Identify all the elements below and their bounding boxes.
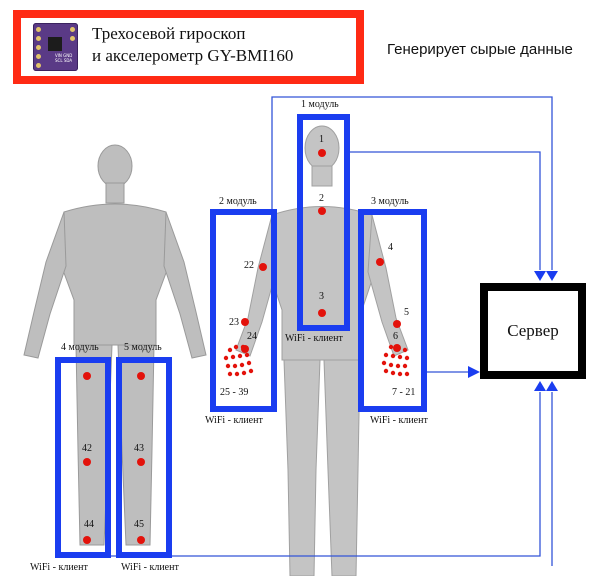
point-number-4: 4 (388, 242, 393, 253)
sensor-point-5a (137, 372, 145, 380)
point-number-24: 24 (247, 331, 257, 342)
front-body-figure (24, 145, 206, 545)
sensor-point-5 (393, 320, 401, 328)
module-5-label: 5 модуль (124, 342, 162, 353)
sensor-point-6 (393, 344, 401, 352)
sensor-point-4a (83, 372, 91, 380)
raw-data-note: Генерирует сырые данные (387, 41, 573, 58)
module-4-client-label: WiFi - клиент (30, 562, 88, 573)
module-1-label: 1 модуль (301, 99, 339, 110)
sensor-title-line-2: и акселерометр GY-BMI160 (92, 45, 293, 67)
point-number-5: 5 (404, 307, 409, 318)
point-number-6: 6 (393, 331, 398, 342)
sensor-point-42 (83, 458, 91, 466)
sensor-point-22 (259, 263, 267, 271)
point-number-2: 2 (319, 193, 324, 204)
point-number-1: 1 (319, 134, 324, 145)
module-2-label: 2 модуль (219, 196, 257, 207)
point-number-23: 23 (229, 317, 239, 328)
point-number-22: 22 (244, 260, 254, 271)
sensor-point-2 (318, 207, 326, 215)
module-3-client-label: WiFi - клиент (370, 415, 428, 426)
module-2-client-label: WiFi - клиент (205, 415, 263, 426)
bmi160-board-icon: VIN GND SCL SDA (33, 23, 78, 71)
module-1-client-label: WiFi - клиент (285, 333, 343, 344)
sensor-point-3 (318, 309, 326, 317)
server-label: Сервер (507, 321, 559, 341)
sensor-title-line-1: Трехосевой гироскоп (92, 23, 293, 45)
point-number-43: 43 (134, 443, 144, 454)
board-pin-labels: VIN GND SCL SDA (55, 53, 75, 67)
sensor-title: Трехосевой гироскоп и акселерометр GY-BM… (92, 23, 293, 67)
sensor-point-23 (241, 318, 249, 326)
sensor-point-43 (137, 458, 145, 466)
sensor-point-45 (137, 536, 145, 544)
range-label-7-21: 7 - 21 (392, 387, 415, 398)
module-4-label: 4 модуль (61, 342, 99, 353)
sensor-point-24 (241, 345, 249, 353)
module-5-client-label: WiFi - клиент (121, 562, 179, 573)
module-3-label: 3 модуль (371, 196, 409, 207)
point-number-44: 44 (84, 519, 94, 530)
sensor-point-4 (376, 258, 384, 266)
server-box: Сервер (480, 283, 586, 379)
point-number-45: 45 (134, 519, 144, 530)
sensor-point-44 (83, 536, 91, 544)
point-number-3: 3 (319, 291, 324, 302)
point-number-42: 42 (82, 443, 92, 454)
range-label-25-39: 25 - 39 (220, 387, 248, 398)
sensor-point-1 (318, 149, 326, 157)
sensor-header-box: VIN GND SCL SDA Трехосевой гироскоп и ак… (13, 10, 364, 84)
